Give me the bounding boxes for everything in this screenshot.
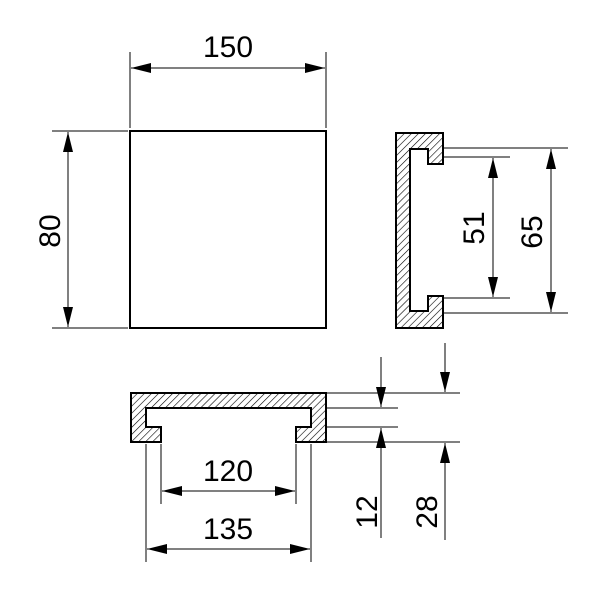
side-section-profile: [395, 132, 444, 329]
bottom-section-view: 12 28 120 135: [130, 343, 460, 562]
side-section-view: 51 65: [395, 132, 568, 329]
dimension-label-135: 135: [203, 513, 253, 546]
dimension-label-120: 120: [203, 455, 253, 488]
bottom-section-profile: [130, 392, 327, 443]
dimension-label-65: 65: [516, 215, 549, 248]
dimension-label-150: 150: [203, 31, 253, 64]
front-view: 150 80: [34, 31, 327, 329]
dimension-label-80: 80: [34, 214, 67, 247]
dimension-label-28: 28: [411, 495, 444, 528]
front-rectangle: [129, 130, 327, 329]
dimension-label-51: 51: [458, 211, 491, 244]
dimension-label-12: 12: [351, 495, 384, 528]
